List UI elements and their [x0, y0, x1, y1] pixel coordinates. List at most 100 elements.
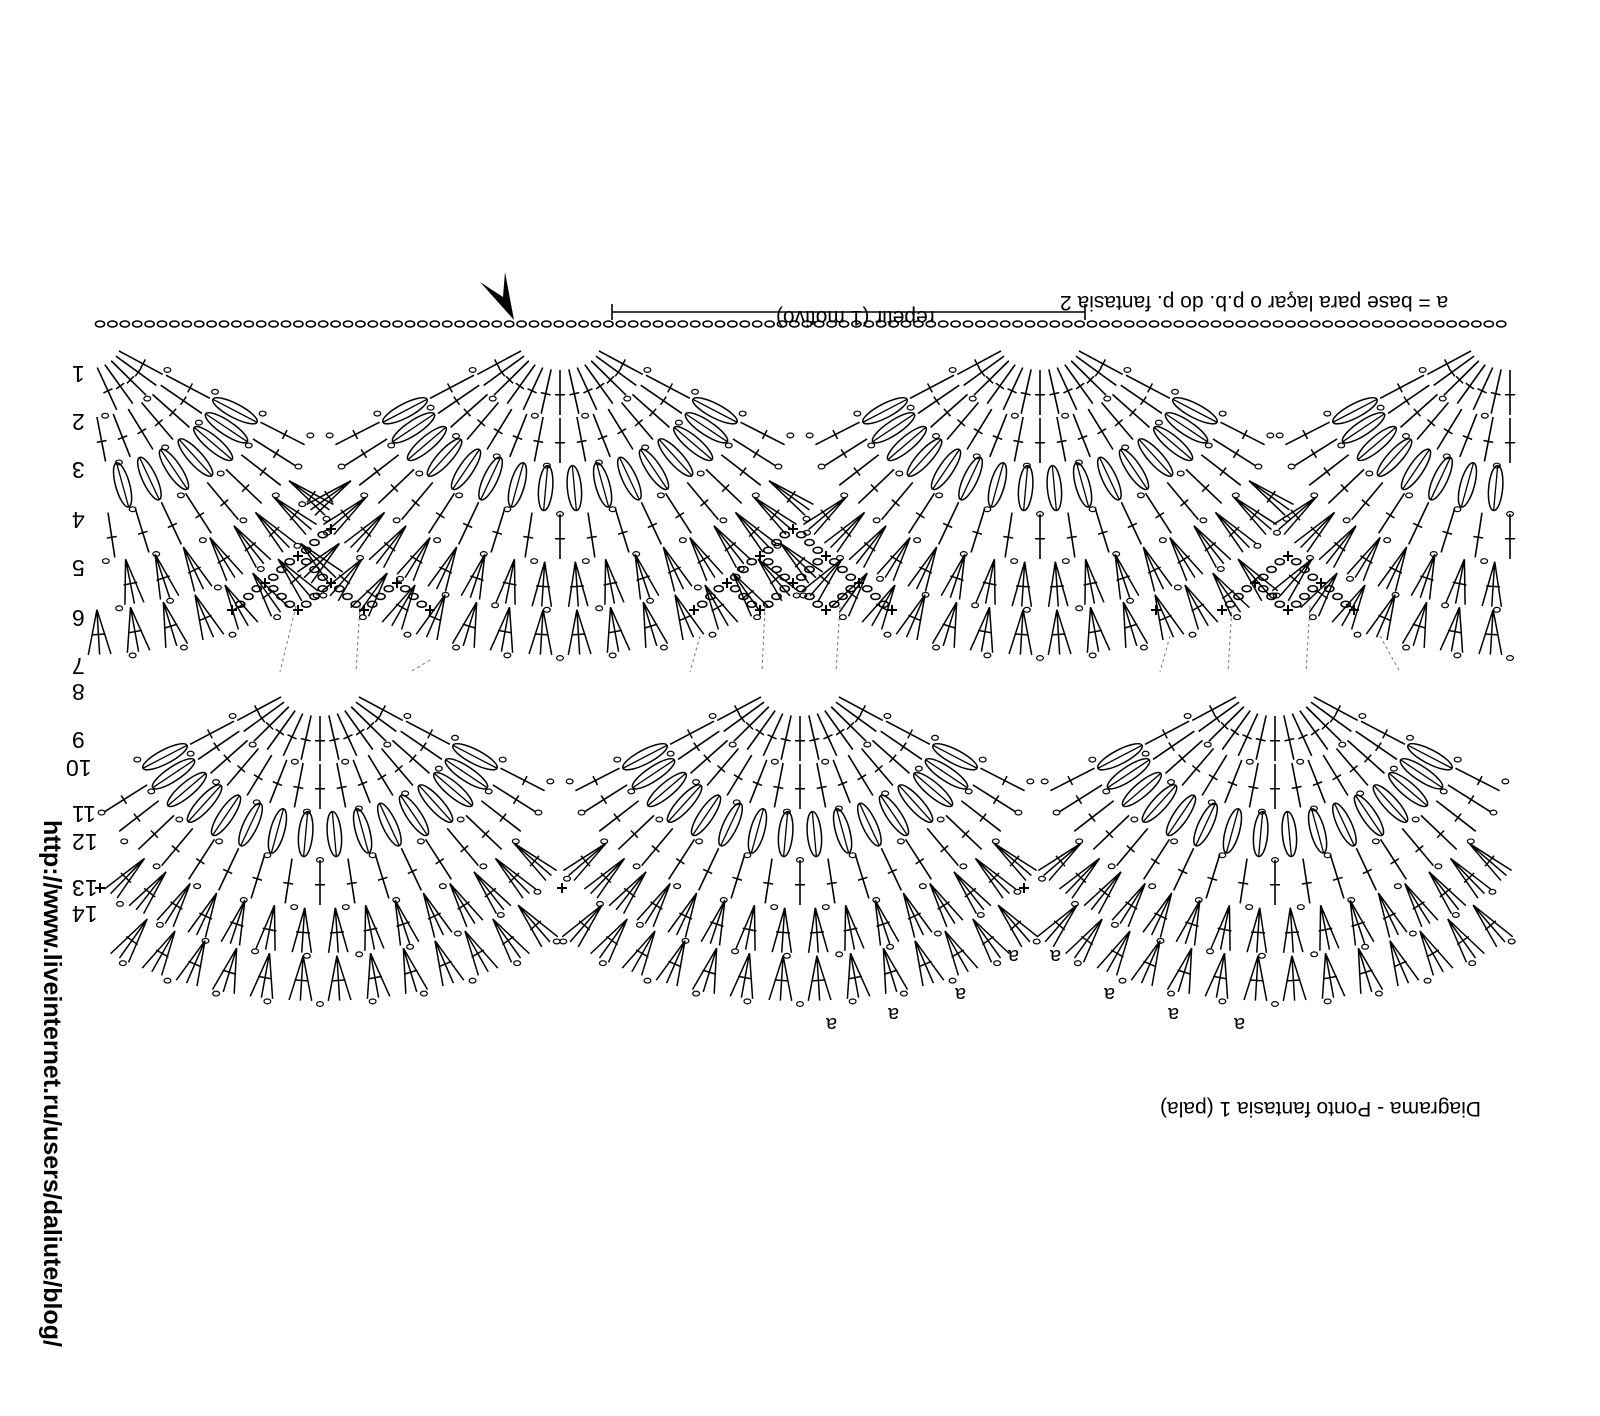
- double-crochet: [97, 368, 116, 410]
- puff-stitch-stem: [1358, 427, 1396, 459]
- arc-chain: [596, 606, 603, 611]
- cluster-bar: [1050, 586, 1064, 587]
- double-crochet: [1356, 731, 1397, 759]
- chain-stitch: [1497, 321, 1506, 327]
- double-crochet: [162, 828, 193, 865]
- puff-stitch-stem: [401, 796, 428, 836]
- dc-bar: [1003, 536, 1013, 538]
- cluster-stitch: [622, 931, 655, 976]
- arc-chain: [1062, 413, 1069, 418]
- arc-chain: [452, 735, 459, 740]
- arc-chain: [754, 615, 761, 620]
- arc-chain: [544, 607, 551, 612]
- chain-stitch: [1075, 321, 1084, 327]
- cluster-stitch: [1097, 931, 1130, 976]
- single-crochet: [689, 605, 699, 615]
- double-crochet: [641, 502, 661, 544]
- cluster-stitch: [758, 559, 798, 601]
- cluster-bar: [668, 961, 681, 967]
- single-crochet: [821, 605, 831, 615]
- puff-stitch-stem: [1312, 809, 1324, 853]
- cluster-bar: [1440, 888, 1451, 897]
- arc-chain: [229, 632, 236, 637]
- arc-chain: [1454, 653, 1461, 658]
- arc-chain: [1276, 433, 1283, 438]
- chain-stitch: [182, 321, 191, 327]
- double-crochet: [747, 711, 775, 750]
- arc-chain: [697, 471, 704, 476]
- chain-stitch: [1373, 321, 1382, 327]
- arc-chain: [644, 368, 651, 373]
- arc-chain: [849, 999, 856, 1004]
- double-crochet: [1060, 785, 1102, 812]
- chain-stitch: [629, 321, 638, 327]
- arc-chain: [1467, 839, 1474, 844]
- arc-chain: [1490, 810, 1497, 815]
- cluster-stitch: [255, 512, 295, 552]
- dc-bar: [993, 795, 998, 803]
- dc-bar: [356, 729, 364, 735]
- cluster-bar: [170, 902, 182, 909]
- arc-chain: [1403, 645, 1410, 650]
- cluster-stitch: [607, 607, 629, 653]
- chain-stitch: [306, 321, 315, 327]
- cluster-stitch: [328, 956, 351, 1001]
- cluster-stitch: [157, 883, 190, 927]
- puff-stitch-stem: [1356, 796, 1383, 836]
- double-crochet: [763, 714, 782, 756]
- double-crochet: [946, 815, 982, 849]
- cluster-stitch: [609, 872, 646, 914]
- cluster-stitch: [490, 607, 512, 653]
- double-crochet: [368, 755, 393, 795]
- arc-chain: [1089, 757, 1096, 762]
- cluster-stitch: [88, 610, 111, 655]
- cluster-stitch: [435, 941, 464, 986]
- chain-stitch: [430, 321, 439, 327]
- chain-stitch: [1001, 321, 1010, 327]
- dc-bar: [1330, 714, 1336, 722]
- cluster-stitch: [690, 537, 723, 581]
- arc-chain: [434, 538, 441, 543]
- arc-chain: [560, 939, 567, 944]
- arc-chain: [229, 714, 236, 719]
- row-number-14: 14: [72, 900, 98, 927]
- arc-chain: [977, 913, 984, 918]
- chain-stitch: [443, 321, 452, 327]
- chain-stitch: [1025, 321, 1034, 327]
- double-crochet: [1240, 859, 1247, 904]
- a-marker-text: a: [1168, 1002, 1179, 1025]
- arc-chain: [148, 789, 155, 794]
- chain-stitch: [1125, 321, 1134, 327]
- arc-chain: [421, 991, 428, 996]
- arc-chain: [338, 464, 345, 469]
- dc-bar: [254, 775, 263, 780]
- arc-chain: [578, 810, 585, 815]
- arc-chain: [1442, 603, 1449, 608]
- cluster-bar: [1250, 980, 1264, 981]
- cluster-stitch: [250, 953, 272, 999]
- double-crochet: [909, 493, 935, 533]
- double-crochet: [190, 721, 234, 744]
- cluster-stitch: [1131, 941, 1160, 986]
- cluster-bar: [144, 888, 155, 897]
- cluster-bar: [810, 932, 824, 933]
- double-crochet: [1167, 482, 1198, 519]
- dashed-line: [280, 606, 296, 672]
- puff-stitch-stem: [674, 427, 712, 459]
- puff-stitch-stem: [1052, 466, 1056, 511]
- dc-bar: [661, 397, 667, 405]
- chain-stitch: [310, 594, 319, 600]
- arc-chain: [1419, 368, 1426, 373]
- double-crochet: [378, 469, 414, 503]
- chain-stitch: [170, 321, 179, 327]
- double-crochet: [765, 859, 772, 904]
- row-number-text: 8: [72, 678, 85, 705]
- chain-stitch: [604, 321, 613, 327]
- puff-stitch-stem: [1143, 785, 1176, 821]
- dc-bar: [1169, 743, 1175, 751]
- arc-chain: [1297, 905, 1304, 910]
- chain-stitch: [1311, 321, 1320, 327]
- dc-bar: [1386, 513, 1394, 518]
- arc-chain: [453, 434, 460, 439]
- double-crochet: [1457, 365, 1485, 404]
